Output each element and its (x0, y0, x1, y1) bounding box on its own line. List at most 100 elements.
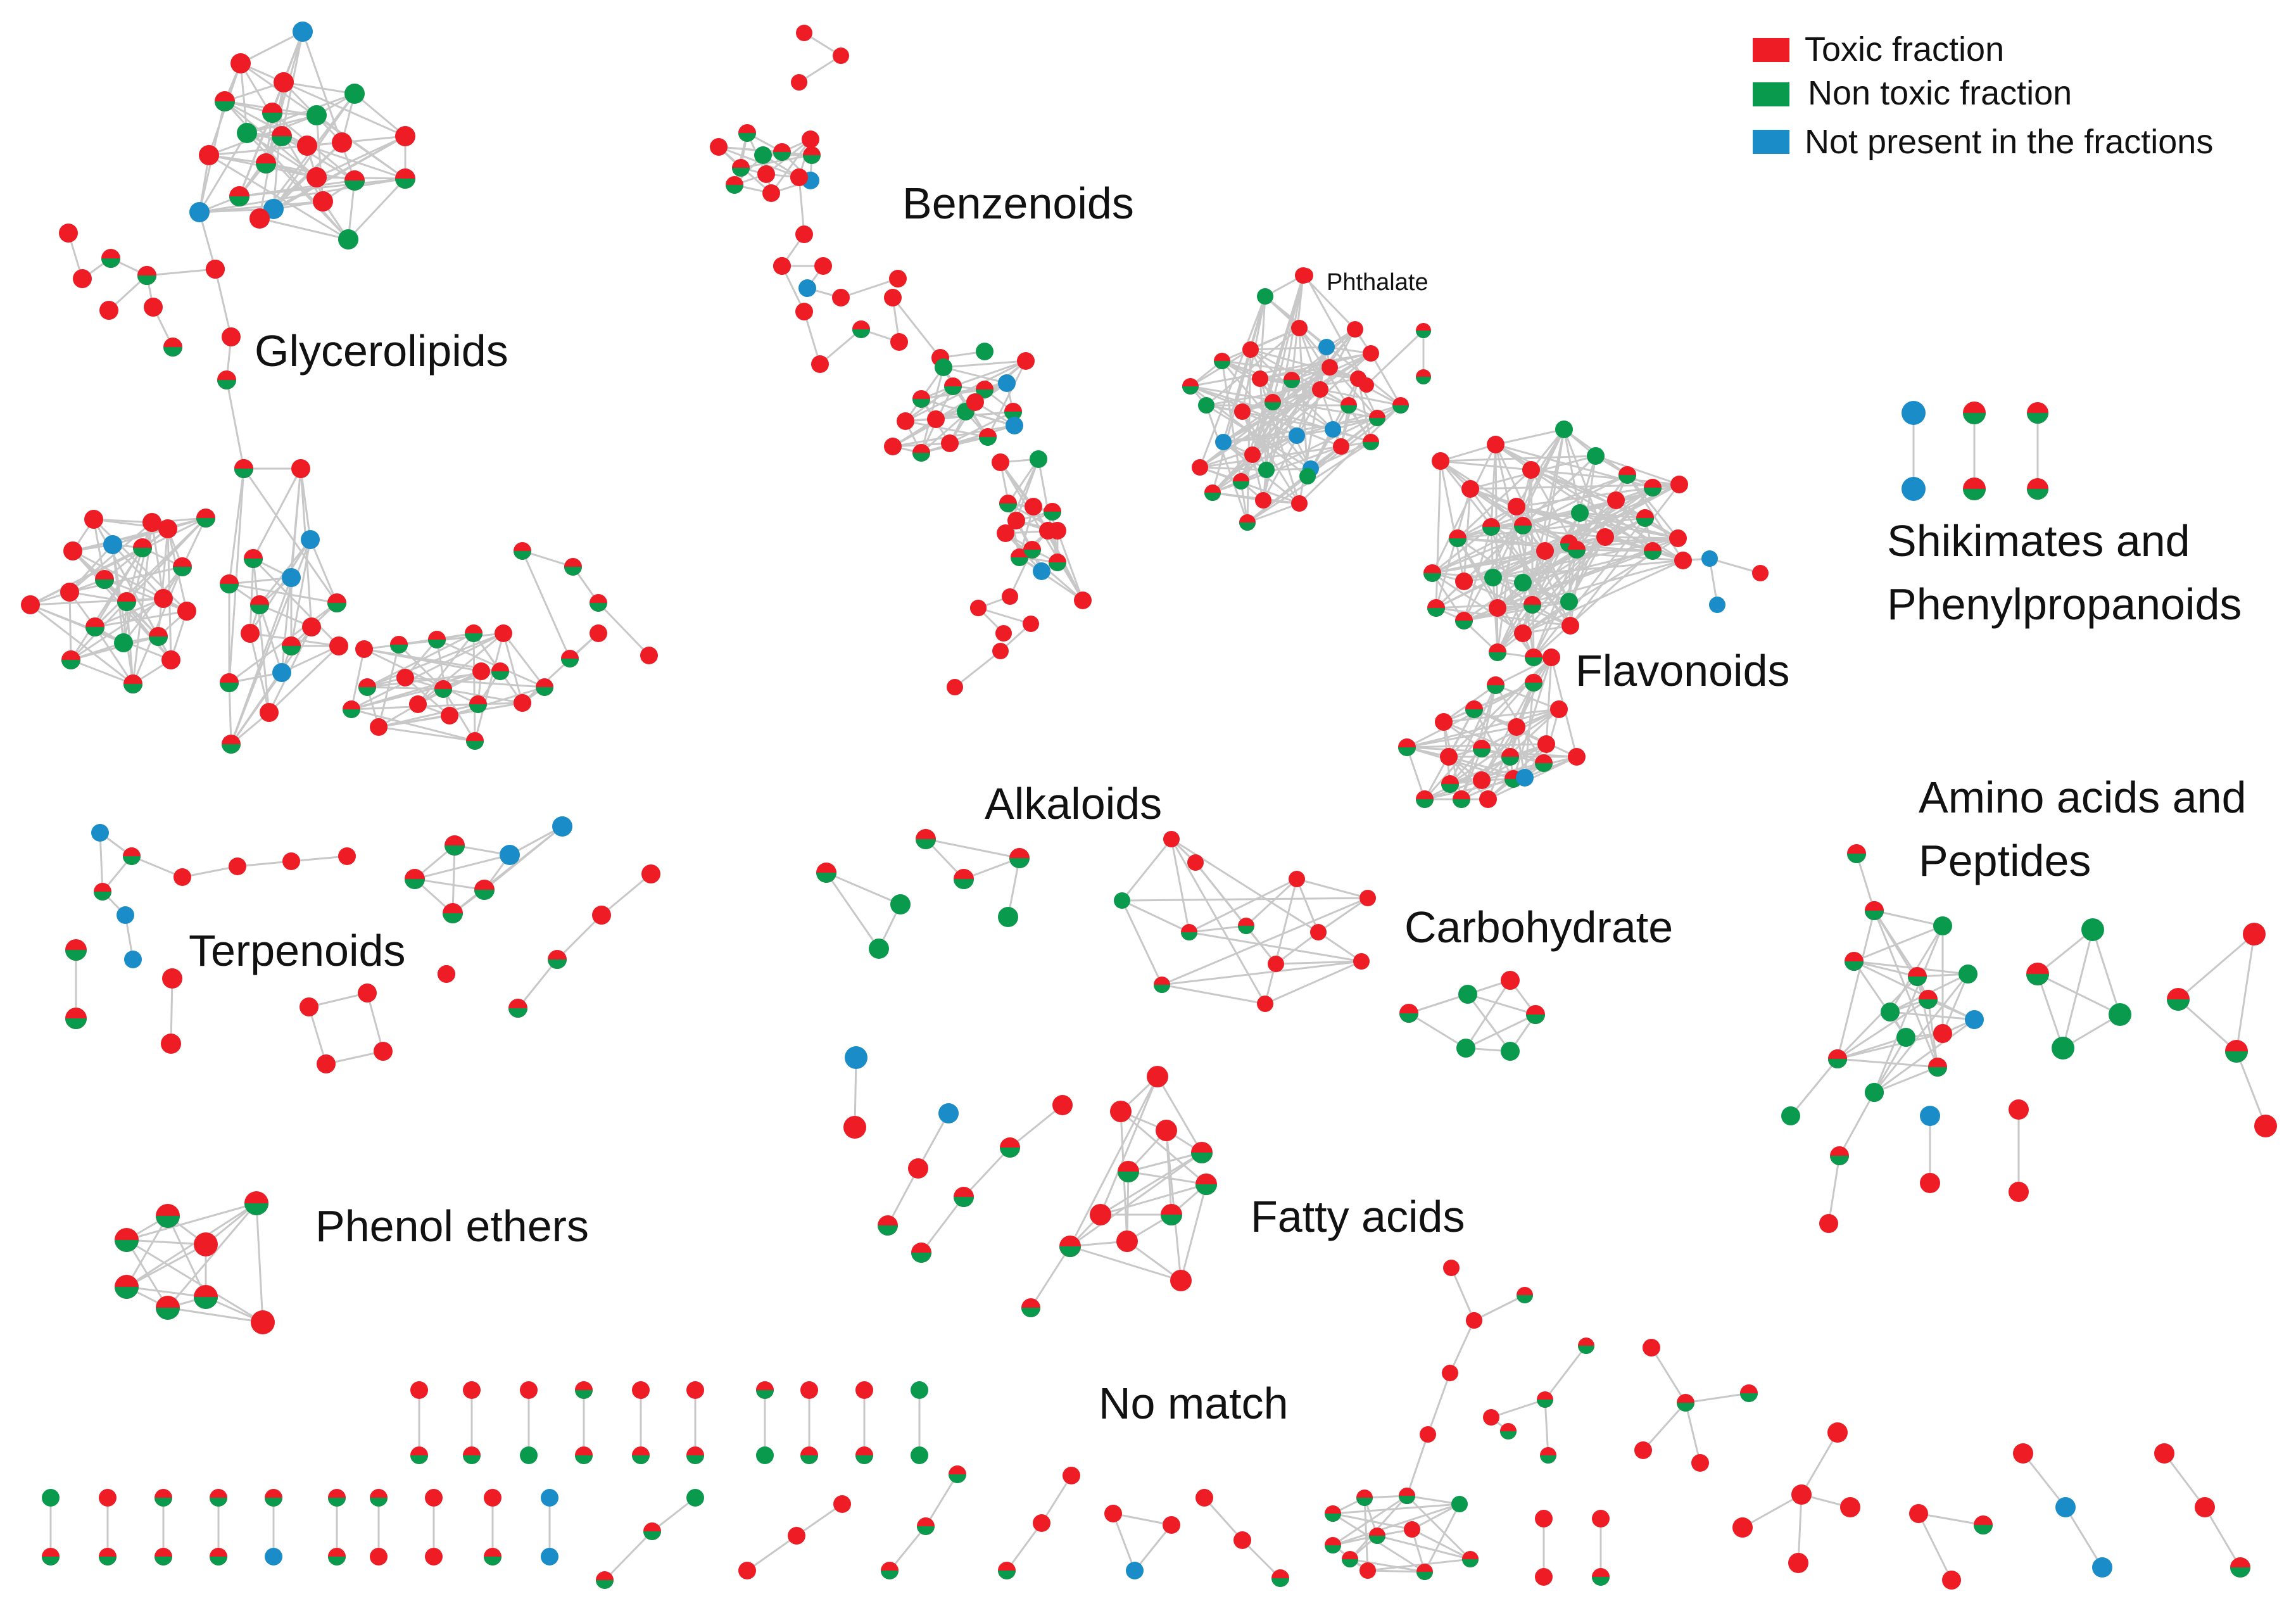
network-edge (1259, 352, 1372, 380)
network-node (282, 568, 301, 587)
network-node (1791, 1484, 1812, 1505)
network-edge (224, 100, 308, 147)
network-node (1310, 924, 1327, 940)
network-node (2109, 1003, 2131, 1026)
network-node-mixed-half (999, 503, 1017, 512)
network-edge (1457, 537, 1523, 584)
network-node-mixed-half (256, 163, 276, 174)
network-node-mixed-half (1399, 1013, 1418, 1023)
network-node (1508, 498, 1525, 516)
network-node-mixed-half (133, 548, 152, 557)
network-node (425, 1548, 443, 1566)
network-edge (1837, 1036, 1907, 1060)
network-node (1508, 718, 1525, 736)
network-node (395, 126, 415, 146)
network-node-mixed-half (1740, 1393, 1758, 1402)
network-node-mixed-half (327, 603, 346, 612)
network-edge (1605, 536, 1679, 540)
network-edge (1650, 1347, 1687, 1403)
network-edge (2091, 929, 2121, 1015)
network-edge (94, 626, 134, 685)
network-node (1501, 1042, 1520, 1061)
network-edge (1492, 429, 1565, 578)
network-node-mixed-half (1009, 858, 1030, 868)
network-node-mixed-half (244, 1203, 268, 1215)
network-node (297, 136, 317, 156)
network-node-mixed-half (1500, 1431, 1517, 1439)
network-node-mixed-half (1501, 757, 1519, 766)
network-edge (1435, 460, 1442, 609)
network-node (1291, 320, 1308, 336)
network-edge (1836, 975, 1919, 1060)
network-node-mixed-half (445, 845, 465, 856)
network-node (998, 907, 1018, 927)
network-node (161, 650, 180, 669)
network-edge (377, 644, 400, 728)
network-node-mixed-half (173, 567, 192, 576)
network-edge (796, 1503, 843, 1537)
network-edge (1247, 475, 1308, 524)
network-node (998, 374, 1016, 392)
network-edge (943, 360, 1026, 369)
label-benzenoids: Benzenoids (902, 179, 1134, 228)
network-node-mixed-half (1265, 402, 1281, 410)
label-no-match: No match (1099, 1379, 1289, 1428)
network-node-mixed-half (434, 689, 452, 698)
network-node (1025, 498, 1042, 516)
network-node-mixed-half (1182, 386, 1199, 395)
network-node-mixed-half (1284, 380, 1300, 388)
network-edge (1889, 1011, 1975, 1021)
network-edge (1642, 1402, 1687, 1451)
network-node (230, 53, 251, 73)
network-node-mixed-half (575, 1390, 593, 1399)
network-edge (1873, 925, 1944, 1093)
network-node (274, 72, 294, 92)
label-amino-acids-line1: Amino acids and (1919, 773, 2247, 822)
network-edge (517, 959, 558, 1009)
network-node (241, 624, 260, 643)
network-edge (449, 686, 545, 717)
network-edge (1800, 1432, 1839, 1495)
network-node (1701, 550, 1718, 567)
network-node (161, 1034, 181, 1054)
legend-swatch-toxic (1753, 38, 1789, 62)
network-node (1691, 1454, 1709, 1472)
network-edge (126, 1202, 257, 1288)
network-node-mixed-half (1325, 1514, 1341, 1522)
network-edge (1473, 1294, 1525, 1322)
network-node-mixed-half (1271, 1578, 1289, 1587)
network-node-mixed-half (2027, 489, 2048, 500)
network-node-mixed-half (1525, 657, 1542, 666)
network-node (1461, 480, 1479, 498)
network-node (1198, 397, 1214, 414)
network-node (1006, 417, 1023, 434)
network-node (800, 1381, 818, 1399)
network-node-mixed-half (328, 1498, 346, 1507)
network-node (890, 894, 911, 914)
legend: Toxic fraction Non toxic fraction Not pr… (1753, 30, 2213, 161)
network-node (1298, 268, 1313, 283)
network-node (1827, 1422, 1848, 1443)
network-edge (1470, 488, 1570, 545)
network-edge (291, 855, 348, 863)
network-node (302, 617, 321, 636)
network-node (1110, 1101, 1132, 1122)
network-edge (826, 871, 901, 906)
network-edge (905, 385, 954, 422)
network-edge (229, 583, 337, 604)
network-node-mixed-half (196, 518, 215, 528)
network-node (1002, 588, 1018, 605)
network-edge (442, 688, 476, 742)
network-node (966, 393, 984, 411)
network-node-mixed-half (1908, 977, 1927, 986)
network-node (1033, 562, 1050, 580)
network-edge (70, 659, 134, 685)
network-node-mixed-half (954, 1197, 974, 1207)
network-node-mixed-half (2230, 1567, 2250, 1578)
network-edge (1465, 1013, 1536, 1049)
network-edge (2178, 998, 2237, 1053)
network-node (1195, 1489, 1213, 1507)
network-edge (1797, 1494, 1803, 1564)
label-flavonoids: Flavonoids (1575, 646, 1790, 695)
network-edge (798, 54, 842, 84)
